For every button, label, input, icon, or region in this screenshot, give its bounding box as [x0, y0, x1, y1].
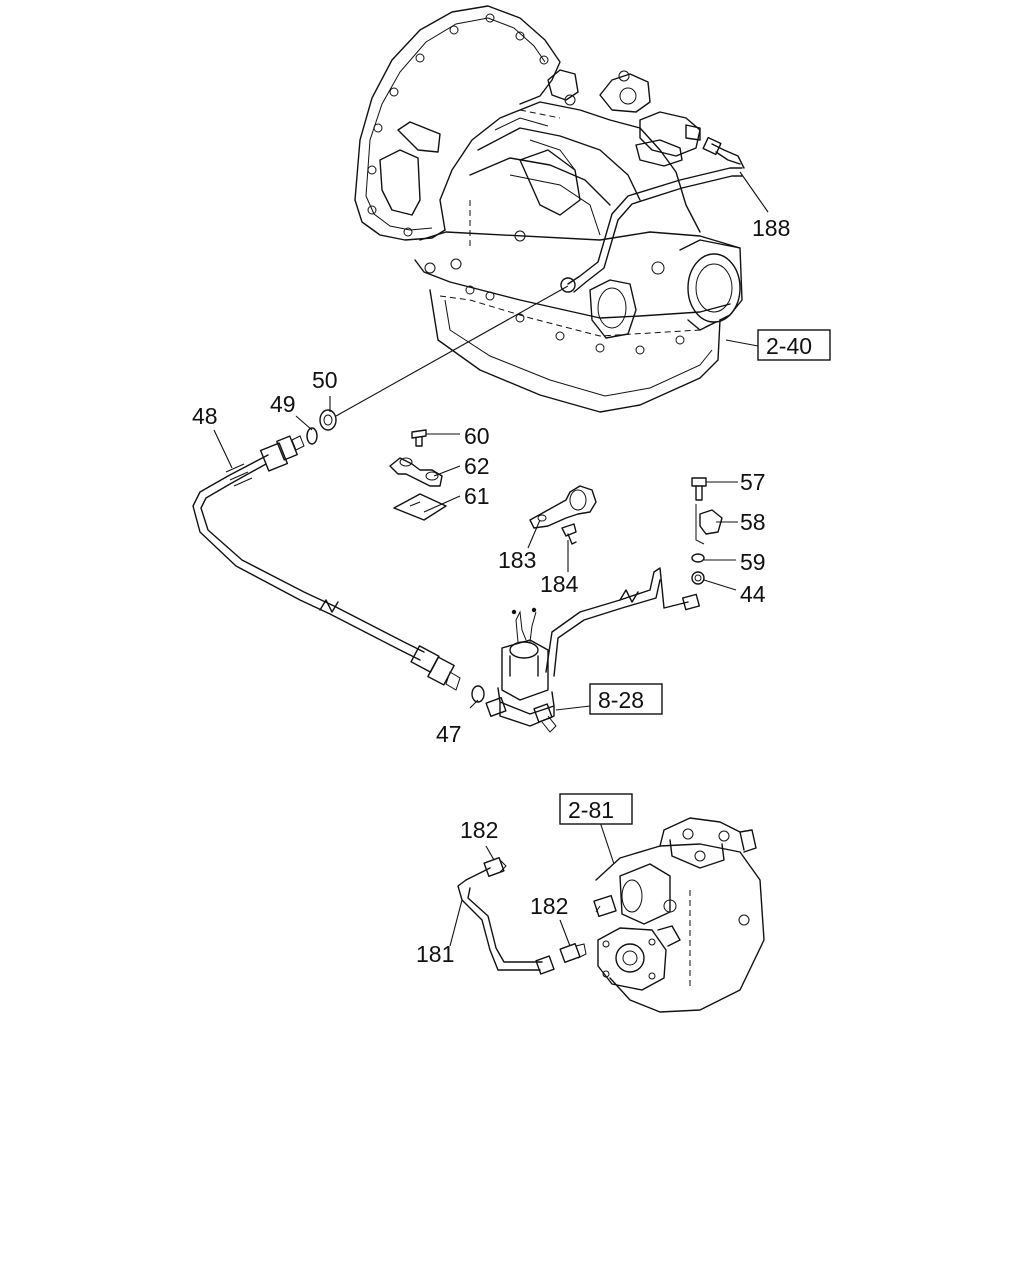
clip-set-60-62-61: [389, 429, 447, 521]
pipe-assembly-48: [192, 285, 569, 703]
part-label-57: 57: [740, 469, 766, 495]
reference-label-2-40: 2-40: [766, 333, 812, 359]
part-label-181: 181: [416, 941, 454, 967]
reference-box-2-81[interactable]: 2-81: [559, 793, 633, 825]
clamp-183-184: [529, 485, 597, 545]
part-label-184: 184: [540, 571, 579, 597]
transmission-assembly: [354, 5, 745, 413]
part-label-60: 60: [464, 423, 490, 449]
reference-label-2-81: 2-81: [568, 797, 614, 823]
reference-boxes: 2-40 8-28 2-81: [559, 329, 831, 825]
bracket-57-58-59-44: [691, 477, 723, 585]
part-number-labels: 188 50 49 48 60 62 61 57 58 59 44 183 18…: [192, 215, 790, 967]
reference-box-2-40[interactable]: 2-40: [757, 329, 831, 361]
part-label-48: 48: [192, 403, 218, 429]
part-label-49: 49: [270, 391, 296, 417]
part-label-61: 61: [464, 483, 490, 509]
part-label-182-upper: 182: [460, 817, 498, 843]
part-label-183: 183: [498, 547, 536, 573]
part-label-59: 59: [740, 549, 766, 575]
leader-lines: [213, 171, 769, 947]
solenoid-valve-assembly: [485, 567, 701, 733]
reference-box-8-28[interactable]: 8-28: [589, 683, 663, 715]
pto-assembly: [457, 817, 765, 1013]
reference-label-8-28: 8-28: [598, 687, 644, 713]
part-label-188: 188: [752, 215, 790, 241]
part-label-62: 62: [464, 453, 490, 479]
part-label-47: 47: [436, 721, 462, 747]
part-label-58: 58: [740, 509, 766, 535]
part-label-182-lower: 182: [530, 893, 568, 919]
part-label-50: 50: [312, 367, 338, 393]
part-label-44: 44: [740, 581, 766, 607]
